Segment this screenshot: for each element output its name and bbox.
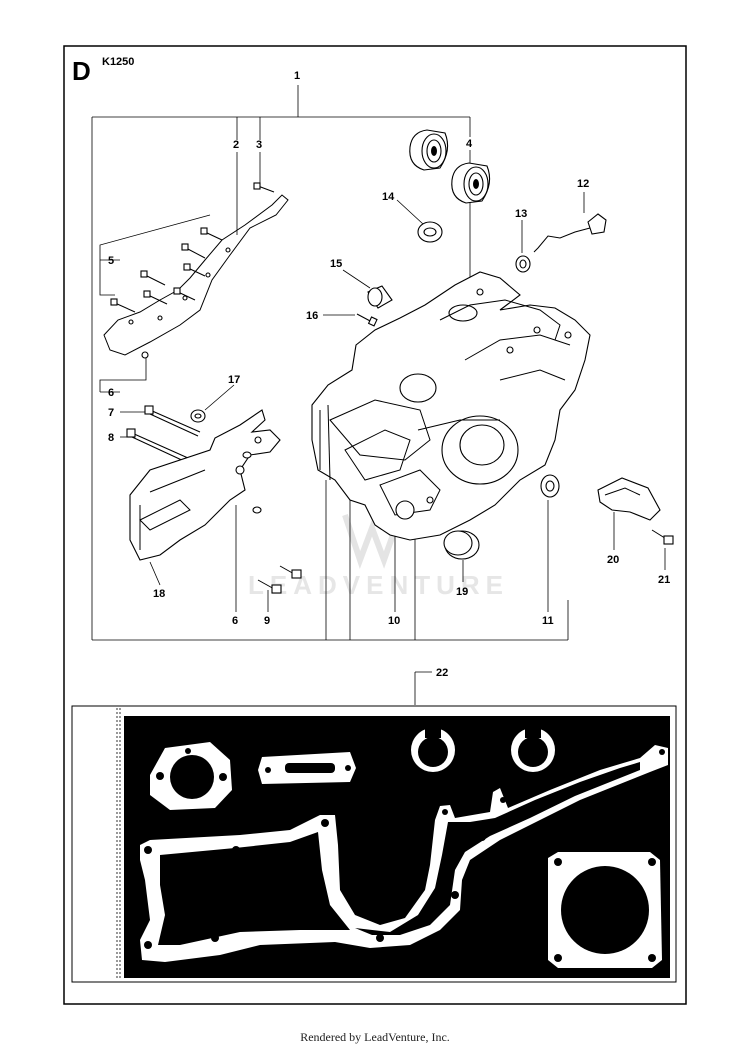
callout-22: 22 [436, 667, 448, 679]
gasket-icon [103, 194, 289, 359]
circlip-icon [411, 726, 455, 772]
screw-icon [257, 565, 302, 594]
circlip-icon [511, 726, 555, 772]
screw-icon [253, 182, 275, 193]
damper-icon [367, 285, 393, 309]
callout-3: 3 [256, 139, 262, 151]
watermark: LEADVENTURE [248, 513, 509, 600]
nut-icon [190, 409, 206, 423]
callout-2: 2 [233, 139, 239, 151]
screw-icon [651, 529, 674, 545]
section-letter: D [72, 56, 91, 86]
seal-ring-icon [540, 474, 560, 498]
gasket-kit-panel [71, 705, 677, 983]
callout-18: 18 [153, 588, 165, 600]
callout-17: 17 [228, 374, 240, 386]
callout-9: 9 [264, 615, 270, 627]
seal-ring-icon [417, 221, 443, 243]
callout-7: 7 [108, 407, 114, 419]
bushing-icon [515, 255, 531, 273]
callout-8: 8 [108, 432, 114, 444]
dowel-icon [242, 451, 262, 514]
bolt-icon [144, 405, 201, 437]
callout-5: 5 [108, 255, 114, 267]
callout-12: 12 [577, 178, 589, 190]
flange-gasket-icon [150, 742, 232, 810]
callout-20: 20 [607, 554, 619, 566]
cap-icon [443, 530, 480, 560]
callout-14: 14 [382, 191, 395, 203]
callout-11: 11 [542, 615, 554, 627]
model-code: K1250 [102, 56, 134, 68]
plug-icon [533, 213, 607, 253]
clutch-cover-icon [129, 409, 281, 561]
cylinder-gasket-icon [548, 852, 662, 968]
callout-21: 21 [658, 574, 670, 586]
crankcase-gasket-icon [140, 745, 668, 962]
svg-text:LEADVENTURE: LEADVENTURE [248, 570, 509, 600]
bearing-icon [409, 129, 449, 171]
bearing-icon [451, 162, 491, 204]
callout-13: 13 [515, 208, 527, 220]
screw-icon [356, 313, 378, 327]
callout-6-left: 6 [108, 387, 114, 399]
crankcase-icon [311, 271, 591, 541]
callout-6-bottom: 6 [232, 615, 238, 627]
footer-credit: Rendered by LeadVenture, Inc. [300, 1030, 450, 1044]
callout-10: 10 [388, 615, 400, 627]
callout-1: 1 [294, 70, 300, 82]
callout-19: 19 [456, 586, 468, 598]
screws-group-icon [110, 227, 223, 313]
callout-labels: 1 2 3 4 5 6 7 8 12 13 14 15 16 17 18 6 9… [108, 70, 670, 679]
bracket-icon [597, 477, 661, 521]
bolt-icon [126, 428, 189, 463]
diagram-frame [63, 45, 687, 1005]
callout-16: 16 [306, 310, 318, 322]
callout-15: 15 [330, 258, 342, 270]
callout-4: 4 [466, 138, 473, 150]
slot-gasket-icon [258, 752, 356, 784]
